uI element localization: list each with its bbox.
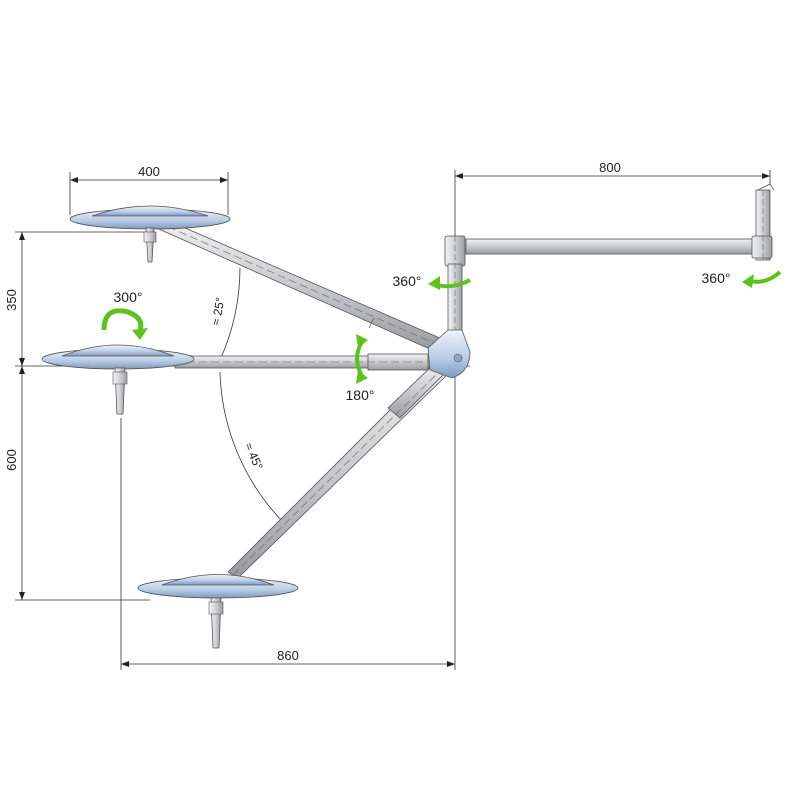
- rotation-arrow-spring: [355, 334, 368, 384]
- dimension-ticks: [19, 173, 770, 667]
- rotation-label-central: 360°: [393, 273, 422, 289]
- rotation-arrow-ceiling: [742, 270, 782, 288]
- dim-label-600: 600: [4, 449, 19, 471]
- ceiling-arm: [444, 183, 775, 372]
- rotation-label-ceiling: 360°: [702, 270, 731, 286]
- angle-label-lower: ≈ 45°: [242, 441, 266, 473]
- rotation-arrow-lamp: [101, 308, 148, 340]
- dim-label-400: 400: [138, 164, 160, 179]
- dim-label-350: 350: [4, 289, 19, 311]
- rotation-label-spring: 180°: [346, 387, 375, 403]
- lamp-head-top: [69, 205, 231, 263]
- lamp-head-bottom: [137, 574, 299, 649]
- lamp-head-middle: [41, 344, 195, 415]
- dim-label-800: 800: [599, 160, 621, 175]
- spring-arms: [151, 217, 471, 579]
- angle-label-upper: ≈ 25°: [209, 296, 228, 326]
- rotation-arrow-central: [428, 276, 471, 290]
- dim-label-860: 860: [277, 648, 299, 663]
- rotation-label-lamp: 300°: [114, 289, 143, 305]
